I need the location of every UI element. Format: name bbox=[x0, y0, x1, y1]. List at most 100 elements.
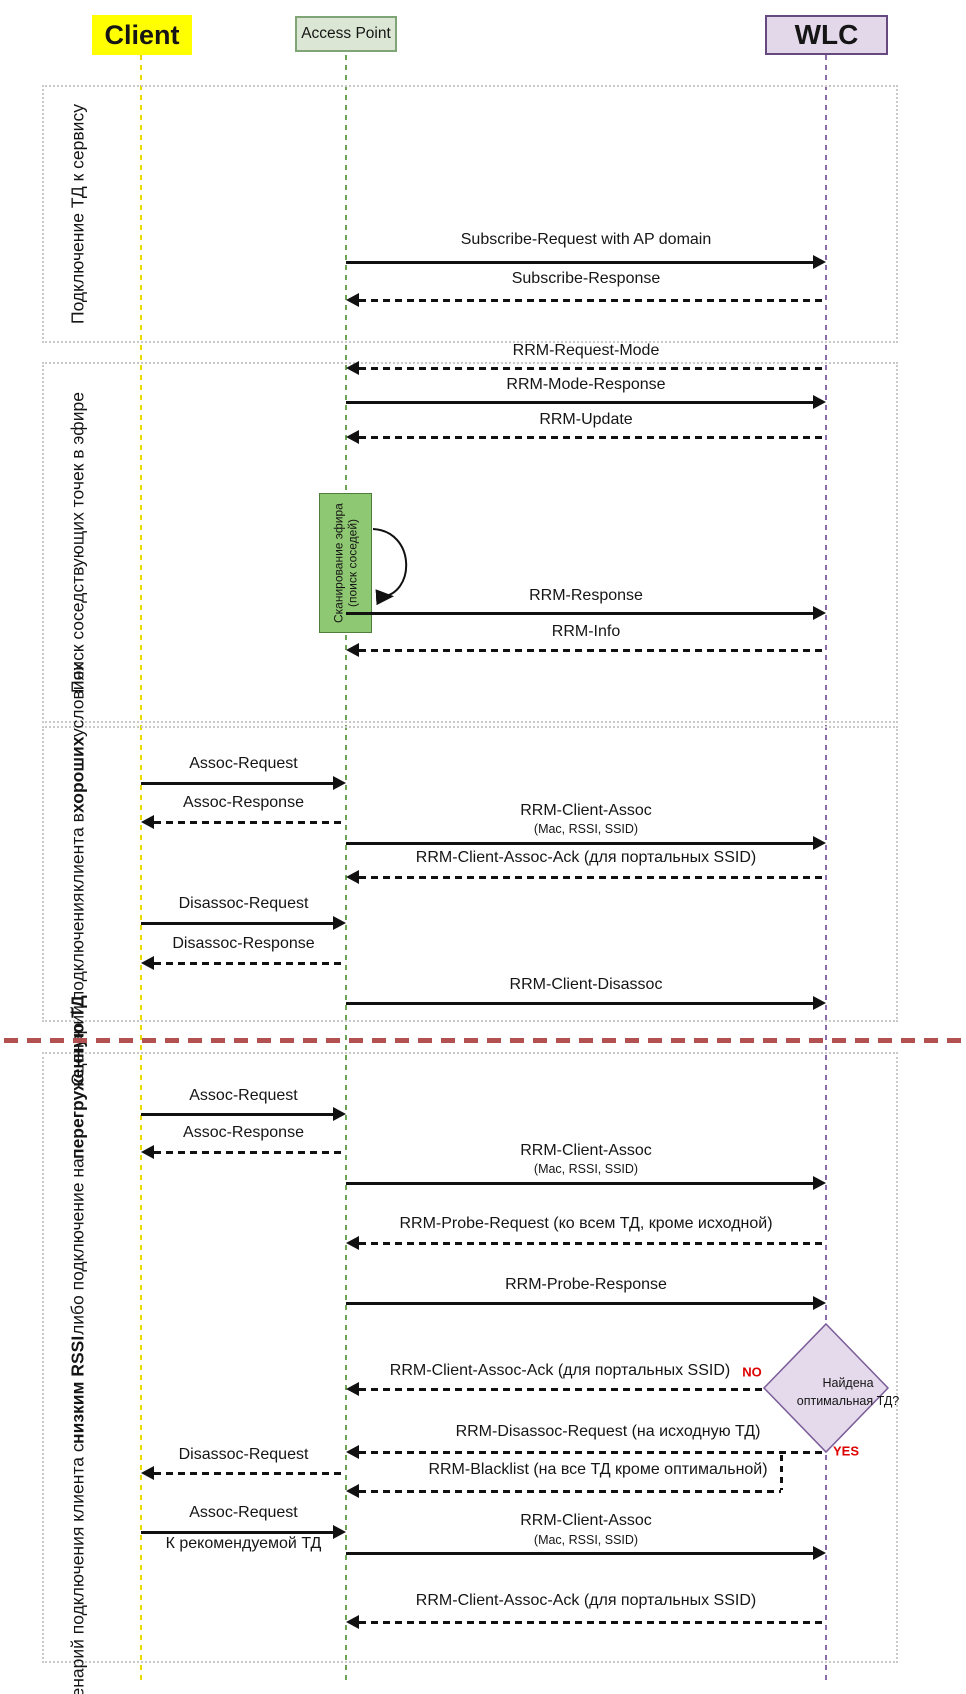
message-arrowhead bbox=[813, 1546, 826, 1560]
message-line bbox=[359, 1387, 764, 1391]
message-arrowhead bbox=[813, 996, 826, 1010]
message-arrowhead bbox=[813, 1176, 826, 1190]
message-line bbox=[359, 298, 826, 302]
section-label-ap-service-connect: Подключение ТД к сервису bbox=[52, 85, 104, 343]
section-label-text: клиента в bbox=[67, 813, 88, 893]
message-arrowhead bbox=[141, 1145, 154, 1159]
message-label: Subscribe-Request with AP domain bbox=[460, 231, 712, 248]
decision-no-label: NO bbox=[742, 1364, 762, 1380]
message-label: RRM-Client-Assoc bbox=[520, 1142, 652, 1159]
message-arrowhead bbox=[333, 916, 346, 930]
message-label: RRM-Probe-Request (ко всем ТД, кроме исх… bbox=[399, 1215, 773, 1232]
message-label: RRM-Probe-Response bbox=[505, 1276, 667, 1293]
section-label-text: хороших bbox=[67, 736, 88, 814]
message-arrowhead bbox=[813, 1296, 826, 1310]
message-label: RRM-Client-Assoc bbox=[520, 1512, 652, 1529]
message-arrowhead bbox=[333, 776, 346, 790]
message-arrowhead bbox=[141, 1466, 154, 1480]
message-line bbox=[359, 435, 826, 439]
message-sublabel: К рекомендуемой ТД bbox=[165, 1535, 322, 1552]
section-label-text: либо подключение на bbox=[67, 1158, 88, 1336]
section-label-text: низким RSSI bbox=[67, 1335, 88, 1444]
actor-client: Client bbox=[92, 15, 192, 55]
message-label: RRM-Disassoc-Request (на исходную ТД) bbox=[455, 1423, 761, 1440]
message-arrowhead bbox=[813, 255, 826, 269]
section-label-text: Поиск соседствующих точек в эфире bbox=[67, 392, 88, 693]
message-arrowhead bbox=[346, 1484, 359, 1498]
message-label: RRM-Blacklist (на все ТД кроме оптимальн… bbox=[428, 1461, 768, 1478]
message-line bbox=[359, 1241, 826, 1245]
message-line bbox=[346, 260, 813, 264]
message-arrowhead bbox=[813, 836, 826, 850]
message-arrowhead bbox=[141, 815, 154, 829]
message-line bbox=[346, 611, 813, 615]
message-arrowhead bbox=[813, 395, 826, 409]
section-ap-service-connect bbox=[42, 85, 898, 343]
lifeline-access-point bbox=[345, 55, 347, 1684]
section-label-text: Сценарий подключения клиента с bbox=[67, 1443, 88, 1694]
decision-question-line1: Найдена bbox=[822, 1376, 874, 1390]
section-neighbor-scan bbox=[42, 362, 898, 723]
message-label: RRM-Client-Assoc-Ack (для портальных SSI… bbox=[389, 1362, 731, 1379]
message-sublabel: (Mac, RSSI, SSID) bbox=[533, 822, 639, 836]
message-label: RRM-Client-Assoc bbox=[520, 802, 652, 819]
lifeline-wlc bbox=[825, 55, 827, 1684]
message-label: RRM-Update bbox=[539, 411, 633, 428]
activity-air-scan-label: Сканирование эфира(поиск соседей) bbox=[331, 503, 360, 623]
message-label: RRM-Client-Assoc-Ack (для портальных SSI… bbox=[415, 1592, 757, 1609]
section-low-rssi bbox=[42, 1052, 898, 1663]
message-label: RRM-Info bbox=[551, 623, 621, 640]
message-label: Assoc-Response bbox=[183, 1124, 304, 1141]
message-line bbox=[359, 1489, 781, 1493]
decision-diamond bbox=[762, 1322, 890, 1454]
message-arrowhead bbox=[346, 1615, 359, 1629]
message-line bbox=[359, 366, 826, 370]
section-good-conditions bbox=[42, 726, 898, 1022]
message-line bbox=[346, 1181, 813, 1185]
message-arrowhead bbox=[346, 361, 359, 375]
message-label: Assoc-Response bbox=[183, 794, 304, 811]
blacklist-elbow-connector bbox=[780, 1455, 783, 1490]
message-line bbox=[359, 648, 826, 652]
message-line bbox=[346, 1301, 813, 1305]
message-arrowhead bbox=[346, 1236, 359, 1250]
message-line bbox=[154, 961, 346, 965]
message-label: Disassoc-Response bbox=[172, 935, 315, 952]
message-line bbox=[141, 781, 333, 785]
message-label: Assoc-Request bbox=[189, 1504, 298, 1521]
message-arrowhead bbox=[333, 1107, 346, 1121]
self-loop-arrow bbox=[372, 528, 408, 606]
message-line bbox=[346, 1551, 813, 1555]
message-label: RRM-Response bbox=[529, 587, 643, 604]
message-line bbox=[346, 400, 813, 404]
message-label: Disassoc-Request bbox=[178, 895, 309, 912]
decision-yes-label: YES bbox=[832, 1443, 860, 1459]
message-arrowhead bbox=[346, 1382, 359, 1396]
message-line bbox=[141, 1530, 333, 1534]
message-arrowhead bbox=[346, 293, 359, 307]
message-label: Assoc-Request bbox=[189, 755, 298, 772]
message-sublabel: (Mac, RSSI, SSID) bbox=[533, 1533, 639, 1547]
message-arrowhead bbox=[813, 606, 826, 620]
section-label-text: Подключение ТД к сервису bbox=[67, 104, 88, 324]
section-label-text: перегруженную ТД bbox=[67, 994, 88, 1159]
message-label: RRM-Request-Mode bbox=[512, 342, 660, 359]
message-line bbox=[141, 1112, 333, 1116]
message-line bbox=[154, 1150, 346, 1154]
decision-question-line2: оптимальная ТД? bbox=[796, 1394, 900, 1408]
actor-wlc: WLC bbox=[765, 15, 888, 55]
message-line bbox=[346, 841, 813, 845]
message-line bbox=[154, 1471, 346, 1475]
message-line bbox=[359, 1450, 826, 1454]
message-arrowhead bbox=[346, 1445, 359, 1459]
message-sublabel: (Mac, RSSI, SSID) bbox=[533, 1162, 639, 1176]
message-arrowhead bbox=[346, 643, 359, 657]
message-line bbox=[359, 1620, 826, 1624]
message-label: RRM-Mode-Response bbox=[506, 376, 666, 393]
lifeline-client bbox=[140, 55, 142, 1684]
section-label-low-rssi: Сценарий подключения клиента с низким RS… bbox=[52, 995, 104, 1694]
message-arrowhead bbox=[346, 430, 359, 444]
message-arrowhead bbox=[141, 956, 154, 970]
message-line bbox=[141, 921, 333, 925]
